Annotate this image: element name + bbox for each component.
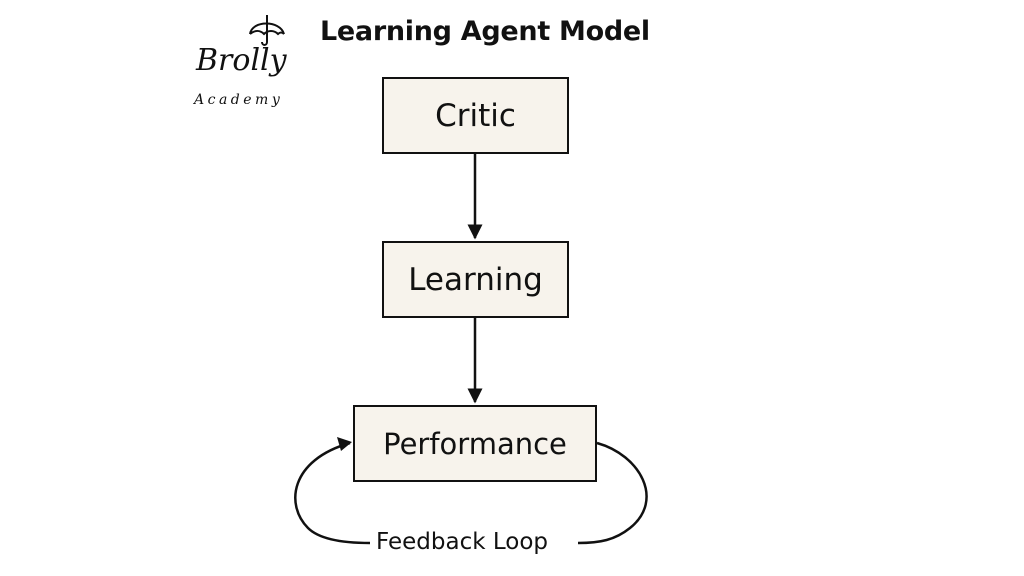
feedback-loop-arrowhead — [337, 437, 352, 451]
brolly-academy-logo: Brolly Academy — [192, 14, 302, 108]
feedback-loop-path — [294, 441, 648, 545]
logo-subtitle-text: Academy — [194, 92, 284, 108]
node-critic: Critic — [382, 77, 569, 154]
node-performance: Performance — [353, 405, 597, 482]
umbrella-icon — [249, 15, 285, 46]
logo-brand-text: Brolly — [196, 43, 287, 78]
node-learning: Learning — [382, 241, 569, 318]
diagram-title: Learning Agent Model — [320, 16, 650, 47]
feedback-loop-label: Feedback Loop — [374, 528, 550, 556]
